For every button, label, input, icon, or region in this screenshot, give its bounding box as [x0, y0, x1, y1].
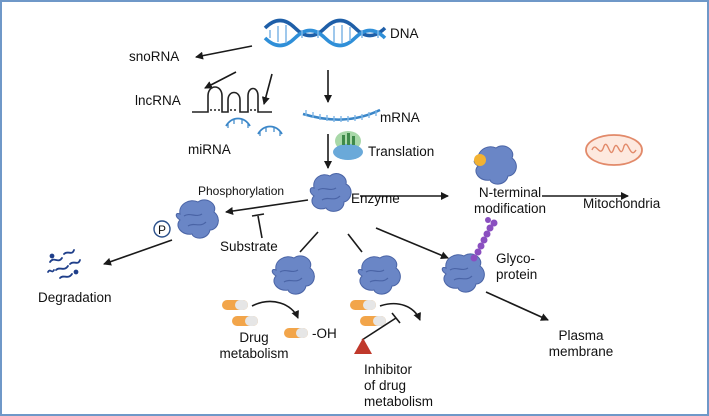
arrow-dna-mirna	[261, 73, 273, 105]
label-substrate: Substrate	[220, 239, 278, 254]
label-dna: DNA	[390, 26, 419, 41]
label-nterminal-modification: N-terminal modification	[473, 185, 547, 216]
drug-capsules-icon	[222, 300, 258, 326]
label-mitochondria: Mitochondria	[583, 196, 661, 211]
label-mirna: miRNA	[188, 142, 231, 157]
label-drug-metabolism: Drug metabolism	[219, 330, 289, 361]
label-plasma-membrane: Plasma membrane	[548, 328, 614, 359]
label-phosphate: P	[158, 223, 167, 237]
label-phosphorylation: Phosphorylation	[198, 184, 285, 198]
label-lncrna: lncRNA	[135, 93, 181, 108]
lncrna-structure-icon	[192, 86, 272, 113]
label-translation: Translation	[368, 144, 435, 159]
enzyme-protein-icon	[309, 173, 352, 212]
label-glycoprotein: Glyco- protein	[496, 251, 538, 282]
label-degradation: Degradation	[38, 290, 112, 305]
label-hydroxyl: -OH	[312, 326, 337, 341]
label-snorna: snoRNA	[129, 49, 180, 64]
arrow-phosphorylated-degradation	[103, 239, 173, 266]
arrow-dna-snorna	[195, 45, 253, 60]
degradation-fragments-icon	[47, 249, 81, 279]
label-mrna: mRNA	[380, 110, 420, 125]
arrow-drug-metabolism	[251, 300, 299, 319]
arrow-glycoprotein-membrane	[485, 291, 549, 321]
inhibitor-block-line	[361, 312, 401, 341]
arrow-enzyme-glycoprotein	[375, 227, 449, 259]
inhibitor-triangle-icon	[354, 338, 372, 354]
label-inhibitor: Inhibitor of drug metabolism	[364, 362, 434, 409]
phosphate-marker-icon	[153, 220, 171, 238]
phosphorylated-enzyme-icon	[175, 199, 219, 239]
ribosome-icon	[333, 131, 363, 160]
label-enzyme: Enzyme	[351, 191, 400, 206]
line-enzyme-drug-enzyme	[299, 231, 319, 253]
line-enzyme-inhibited-enzyme	[347, 233, 363, 253]
mrna-strand-icon	[302, 108, 381, 122]
mirna-structure-icon	[225, 117, 283, 136]
metabolized-capsule-icon	[284, 328, 308, 338]
arrow-dna-lncrna	[204, 71, 237, 89]
arrow-enzyme-phosphorylated	[225, 199, 309, 215]
drug-metabolizing-enzyme-icon	[271, 255, 315, 295]
dna-helix-icon	[263, 18, 387, 48]
nterminal-enzyme-icon	[473, 145, 517, 185]
mitochondrion-icon	[585, 134, 643, 166]
inhibited-enzyme-icon	[357, 255, 401, 295]
inhibited-drug-capsules-icon	[350, 300, 386, 326]
glycoprotein-icon	[441, 217, 498, 293]
substrate-inhibition-line	[251, 213, 265, 239]
arrow-inhibited-metabolism	[379, 302, 421, 321]
